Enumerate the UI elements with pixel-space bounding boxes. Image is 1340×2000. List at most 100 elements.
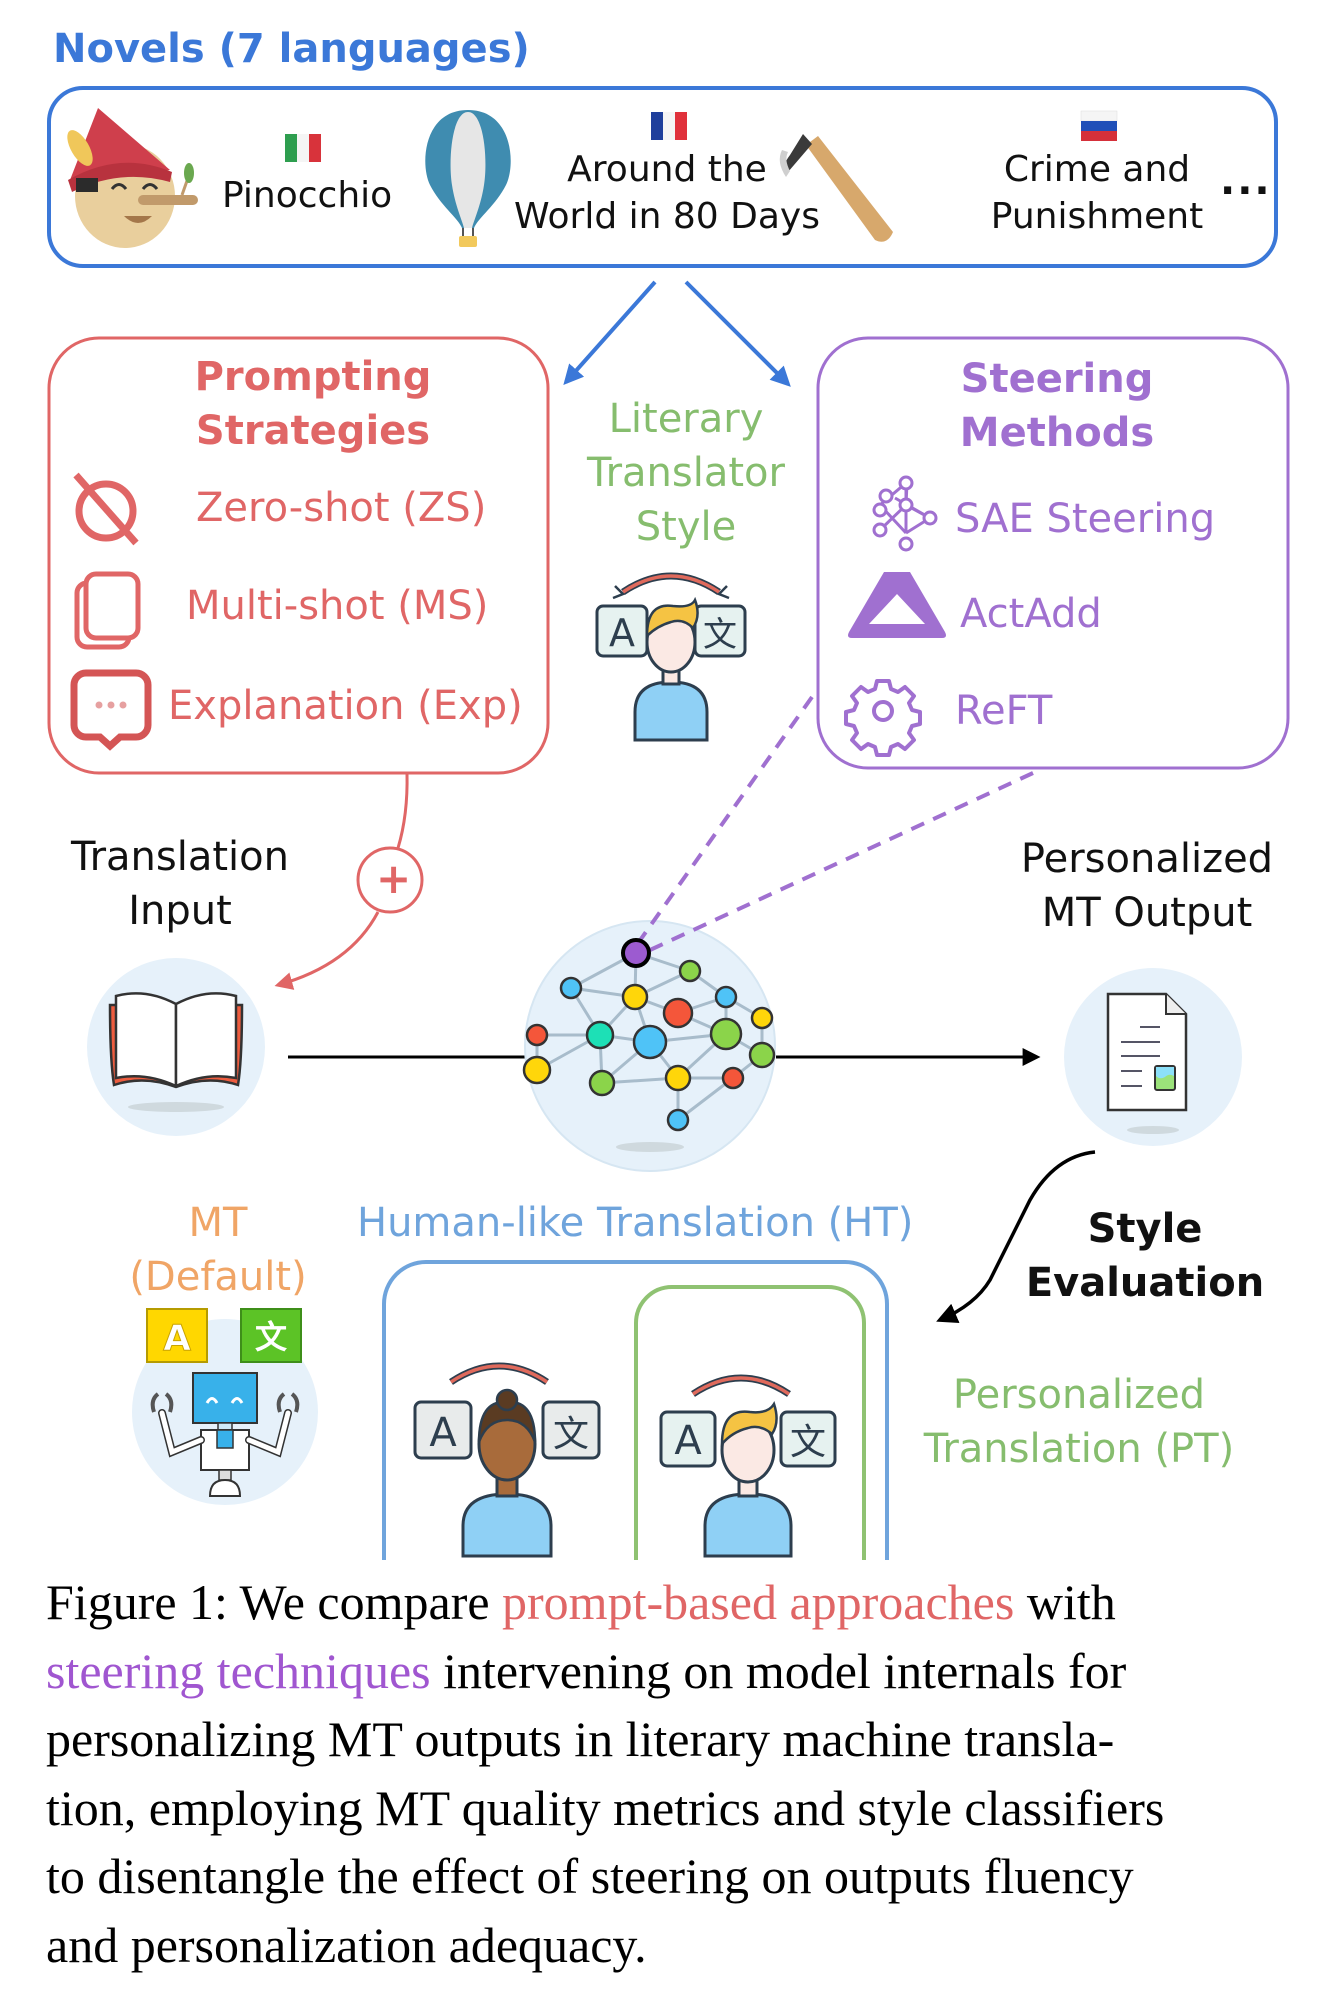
- pt-label-line2: Translation (PT): [923, 1426, 1235, 1472]
- svg-text:文: 文: [255, 1318, 287, 1356]
- network-node: [721, 1066, 745, 1090]
- document-icon: [1106, 992, 1188, 1112]
- network-node: [662, 997, 694, 1029]
- steering-link-2: [649, 771, 1034, 952]
- russia-flag: [1080, 110, 1118, 141]
- novels-box: [47, 86, 1278, 268]
- steering-link-1: [634, 695, 814, 948]
- network-icon: [872, 475, 938, 552]
- caption-line-5: to disentangle the effect of steering on…: [46, 1848, 1134, 1904]
- human-like-translation-label: Human-like Translation (HT): [357, 1200, 914, 1246]
- steered-node[interactable]: [621, 938, 651, 968]
- network-node: [678, 959, 702, 983]
- network-node: [585, 1020, 615, 1050]
- svg-text:A: A: [609, 611, 635, 655]
- output-label-line2: MT Output: [1041, 890, 1253, 936]
- caption-steering-highlight: steering techniques: [46, 1642, 431, 1699]
- book-title-line1: Around the: [567, 149, 767, 190]
- caption-after-purple: intervening on model internals for: [430, 1642, 1127, 1699]
- prompting-item-zero-shot[interactable]: Zero-shot (ZS): [196, 485, 487, 531]
- svg-text:A: A: [674, 1418, 702, 1464]
- book-title-pinocchio[interactable]: Pinocchio: [222, 175, 393, 216]
- figure-caption: Figure 1: We compare prompt-based approa…: [46, 1568, 1306, 1979]
- mt-default-label: MT (Default): [129, 1196, 306, 1304]
- network-node: [750, 1006, 774, 1030]
- arrow-to-prompting: [563, 280, 657, 385]
- robot-icon: A 文: [146, 1308, 302, 1497]
- plus-circle[interactable]: [356, 846, 424, 914]
- steering-item-sae[interactable]: SAE Steering: [955, 496, 1216, 542]
- prompting-item-explanation[interactable]: Explanation (Exp): [168, 683, 523, 729]
- network-node: [709, 1017, 743, 1051]
- svg-text:文: 文: [553, 1414, 589, 1455]
- mt-label-line1: MT: [188, 1200, 248, 1246]
- book-title-around-the-world[interactable]: Around the World in 80 Days: [514, 146, 820, 240]
- pt-box: [634, 1285, 866, 1560]
- style-eval-line2: Evaluation: [1025, 1260, 1265, 1306]
- svg-text:文: 文: [790, 1422, 826, 1463]
- open-book-icon: [108, 992, 244, 1089]
- axe-icon: [779, 134, 893, 242]
- prompting-title-line2: Strategies: [195, 408, 431, 454]
- caption-line-1: Figure 1: We compare prompt-based approa…: [46, 1568, 1306, 1637]
- svg-text:A: A: [429, 1410, 457, 1456]
- book-title-line2: World in 80 Days: [514, 196, 820, 237]
- human-translator-icon: A 文: [413, 1362, 601, 1558]
- mt-label-line2: (Default): [129, 1254, 307, 1300]
- book-title-line2: Punishment: [990, 196, 1204, 237]
- more-novels-ellipsis[interactable]: ...: [1220, 158, 1272, 204]
- pt-label-line1: Personalized: [952, 1372, 1206, 1418]
- chat-bubble-icon: [70, 669, 152, 751]
- style-eval-line1: Style: [1087, 1206, 1203, 1252]
- translation-input-label: Translation Input: [71, 830, 289, 938]
- style-evaluation-arrow: [936, 1150, 1096, 1324]
- network-edge: [677, 1076, 734, 1122]
- personalized-translation-label: Personalized Translation (PT): [924, 1368, 1234, 1476]
- network-node: [525, 1023, 549, 1047]
- literary-translator-style-label: Literary Translator Style: [587, 392, 785, 554]
- style-evaluation-label: Style Evaluation: [1026, 1202, 1264, 1310]
- literary-line2: Translator: [587, 450, 785, 496]
- network-nodes: [522, 959, 776, 1132]
- no-symbol-icon: [73, 472, 139, 546]
- hot-air-balloon-icon: [425, 110, 511, 247]
- prompt-connector: [396, 772, 409, 849]
- svg-text:A: A: [163, 1318, 191, 1359]
- delta-icon: [848, 572, 946, 638]
- network-node: [666, 1108, 690, 1132]
- network-node: [664, 1064, 692, 1092]
- novels-title: Novels (7 languages): [53, 26, 530, 72]
- steering-title-line1: Steering: [960, 356, 1154, 402]
- prompting-box: [47, 336, 550, 775]
- arrow-to-input: [274, 911, 380, 990]
- book-title-crime-and-punishment[interactable]: Crime and Punishment: [991, 146, 1203, 240]
- arrow-to-steering: [684, 280, 791, 387]
- figure-diagram: A 文: [47, 26, 1290, 1560]
- caption-prefix: Figure 1: We compare: [46, 1574, 503, 1630]
- caption-prompt-based-highlight: prompt-based approaches: [502, 1574, 1015, 1630]
- plus-icon: +: [376, 854, 412, 903]
- literary-line1: Literary: [608, 396, 764, 442]
- network-node: [588, 1069, 616, 1097]
- prompting-title-line1: Prompting: [194, 354, 432, 400]
- prompting-item-multi-shot[interactable]: Multi-shot (MS): [186, 583, 489, 629]
- literary-line3: Style: [635, 504, 737, 550]
- steering-item-reft[interactable]: ReFT: [955, 688, 1053, 734]
- network-node: [714, 985, 738, 1009]
- ht-box: [382, 1260, 889, 1560]
- input-label-line1: Translation: [71, 834, 289, 880]
- steering-box: [816, 336, 1290, 770]
- diagram-graphics: A 文: [47, 86, 1290, 1560]
- steering-title-line2: Methods: [959, 410, 1155, 456]
- translator-person-icon: A 文: [595, 572, 747, 742]
- network-node: [621, 983, 649, 1011]
- italy-flag: [285, 134, 321, 162]
- steering-item-actadd[interactable]: ActAdd: [960, 591, 1102, 637]
- pinocchio-icon: [67, 108, 198, 248]
- stacked-cards-icon: [74, 571, 141, 650]
- caption-line-6: and personalization adequacy.: [46, 1916, 647, 1973]
- caption-after-red: with: [1014, 1574, 1116, 1630]
- output-label-line1: Personalized: [1020, 836, 1274, 882]
- network-node: [522, 1055, 552, 1085]
- personalized-output-label: Personalized MT Output: [1021, 832, 1273, 940]
